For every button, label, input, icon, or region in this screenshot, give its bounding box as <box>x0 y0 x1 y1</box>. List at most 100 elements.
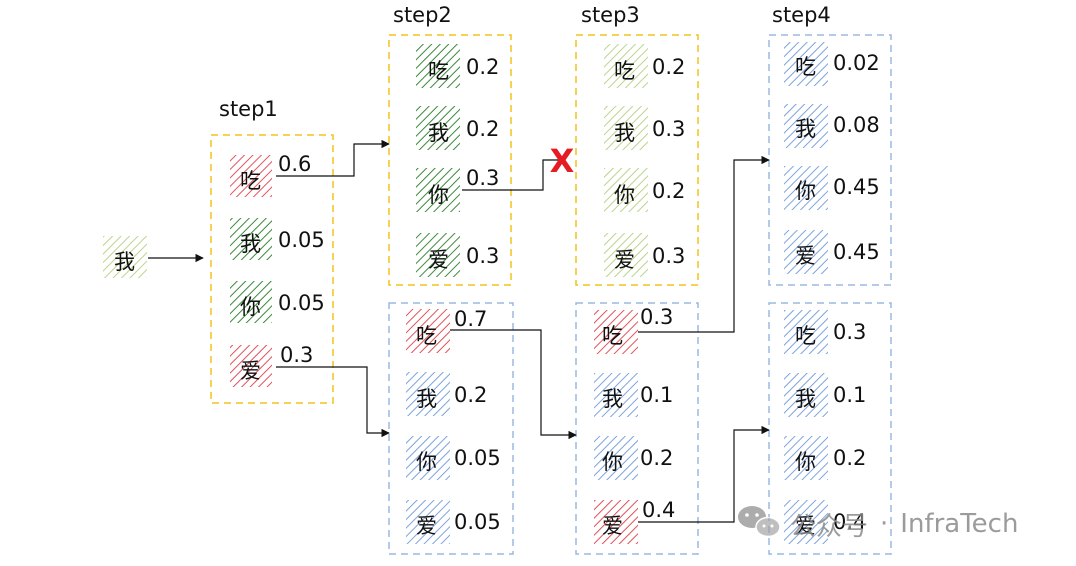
line-step2-ni-to-step3-pruned <box>462 159 561 191</box>
hatch-step1-2 <box>230 218 272 260</box>
hatch-step4top-1 <box>784 42 828 86</box>
step4bot-token-2: 我 <box>795 387 816 411</box>
watermark-separator: · <box>880 509 889 539</box>
watermark-name: InfraTech <box>900 509 1019 539</box>
step2top-token-4: 爱 <box>428 248 449 272</box>
hatch-step4bot-2 <box>784 373 828 417</box>
step4bot-prob-1: 0.3 <box>833 320 867 344</box>
hatch-swatches <box>103 42 828 544</box>
hatch-step2top-2 <box>416 106 460 150</box>
step2bot-token-1: 吃 <box>416 324 437 348</box>
watermark: 公众号 · InfraTech <box>790 506 1018 542</box>
step3bot-prob-2: 0.1 <box>640 383 674 407</box>
step2top-prob-1: 0.2 <box>466 55 500 79</box>
hatch-step3top-2 <box>604 106 648 150</box>
hatch-step2bot-2 <box>406 372 450 416</box>
step1-box <box>210 134 334 404</box>
hatch-step4top-3 <box>784 166 828 210</box>
step1-token-2: 我 <box>240 232 261 256</box>
step3bot-prob-1: 0.3 <box>640 305 674 329</box>
step4-label: step4 <box>772 3 831 27</box>
step3top-token-1: 吃 <box>614 59 635 83</box>
step2bot-prob-3: 0.05 <box>454 446 501 470</box>
arrow-step1-chi-to-step2-top <box>276 139 390 177</box>
hatch-step3top-4 <box>604 233 648 277</box>
hatch-step4bot-4 <box>784 500 828 544</box>
step3bot-token-3: 你 <box>602 450 623 474</box>
step3top-prob-1: 0.2 <box>652 55 686 79</box>
start-token: 我 <box>114 250 135 274</box>
connectors <box>148 139 770 523</box>
step2top-token-2: 我 <box>428 121 449 145</box>
step1-prob-4: 0.3 <box>280 343 314 367</box>
step3bot-prob-4: 0.4 <box>642 498 676 522</box>
hatch-step3bot-2 <box>594 373 638 417</box>
step4bot-prob-2: 0.1 <box>833 383 867 407</box>
watermark-prefix: 公众号 <box>790 511 869 542</box>
step4-bottom-box <box>768 302 892 555</box>
step3top-token-4: 爱 <box>614 248 635 272</box>
step2bot-prob-2: 0.2 <box>454 383 488 407</box>
step4top-token-2: 我 <box>795 117 816 141</box>
hatch-step4bot-3 <box>784 436 828 480</box>
step1-prob-1: 0.6 <box>278 152 312 176</box>
pruned-cross-mark: X <box>550 142 575 180</box>
step2bot-token-4: 爱 <box>416 514 437 538</box>
step2top-token-1: 吃 <box>428 59 449 83</box>
arrow-step1-ai-to-step2-bottom <box>276 366 390 438</box>
step1-token-4: 爱 <box>240 359 261 383</box>
step3bot-token-4: 爱 <box>602 514 623 538</box>
step3top-prob-2: 0.3 <box>652 117 686 141</box>
step4bot-token-4: 爱 <box>795 514 816 538</box>
step2-bottom-box <box>388 302 514 555</box>
step4bot-prob-3: 0.2 <box>833 446 867 470</box>
step1-token-3: 你 <box>240 295 261 319</box>
hatch-step3top-1 <box>604 44 648 88</box>
hatch-step4top-4 <box>784 230 828 274</box>
hatch-step2bot-3 <box>406 436 450 480</box>
step4top-token-1: 吃 <box>795 55 816 79</box>
step4top-prob-4: 0.45 <box>833 240 880 264</box>
step3bot-token-2: 我 <box>602 387 623 411</box>
step2bot-prob-1: 0.7 <box>454 307 488 331</box>
step2top-token-3: 你 <box>428 183 449 207</box>
arrow-step3-chi-to-step4-top <box>638 155 770 333</box>
hatch-step1-1 <box>230 155 272 197</box>
step1-label: step1 <box>219 97 278 121</box>
step3bot-token-1: 吃 <box>602 324 623 348</box>
step2top-prob-3: 0.3 <box>466 166 500 190</box>
step3-bottom-box <box>575 302 699 555</box>
step4bot-token-3: 你 <box>795 450 816 474</box>
hatch-start <box>103 236 147 278</box>
step2bot-token-3: 你 <box>416 450 437 474</box>
hatch-step3top-3 <box>604 168 648 212</box>
step2top-prob-2: 0.2 <box>466 117 500 141</box>
step3top-token-3: 你 <box>614 183 635 207</box>
step1-prob-3: 0.05 <box>278 291 325 315</box>
step4bot-prob-4: 0.4 <box>833 510 867 534</box>
hatch-step2top-1 <box>416 44 460 88</box>
arrow-step3-ai-to-step4-bottom <box>638 425 770 523</box>
hatch-step4bot-1 <box>784 310 828 354</box>
step2bot-token-2: 我 <box>416 387 437 411</box>
hatch-step1-4 <box>230 345 272 387</box>
step4top-prob-3: 0.45 <box>833 175 880 199</box>
hatch-step3bot-1 <box>594 310 638 354</box>
step4top-token-3: 你 <box>795 179 816 203</box>
step3top-token-2: 我 <box>614 121 635 145</box>
hatch-step2top-3 <box>416 168 460 212</box>
step4top-prob-2: 0.08 <box>833 113 880 137</box>
arrow-step2-chi-to-step3-bottom <box>450 329 577 440</box>
step2top-prob-4: 0.3 <box>466 244 500 268</box>
step2-top-box <box>388 34 512 286</box>
hatch-step2bot-4 <box>406 500 450 544</box>
step2bot-prob-4: 0.05 <box>454 510 501 534</box>
step2-label: step2 <box>393 3 452 27</box>
step3top-prob-3: 0.2 <box>652 179 686 203</box>
hatch-step3bot-3 <box>594 436 638 480</box>
step1-token-1: 吃 <box>240 169 261 193</box>
step4top-token-4: 爱 <box>795 244 816 268</box>
hatch-step2bot-1 <box>406 309 450 353</box>
hatch-step3bot-4 <box>594 500 638 544</box>
